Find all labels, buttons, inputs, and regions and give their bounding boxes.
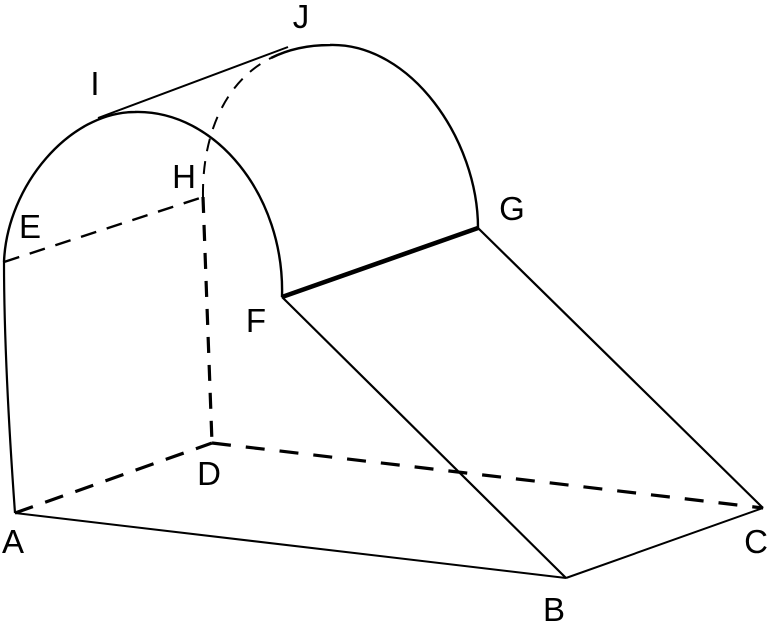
vertex-label-D: D bbox=[197, 455, 221, 492]
vertex-label-J: J bbox=[293, 0, 310, 35]
arc-back-HJ-hidden bbox=[201, 57, 272, 198]
edge-DC-hidden bbox=[211, 441, 764, 510]
edge-EH-hidden bbox=[3, 195, 204, 264]
arc-back-JG bbox=[270, 43, 480, 229]
vertex-label-B: B bbox=[543, 591, 565, 628]
edge-BC bbox=[565, 507, 764, 579]
edge-IJ-tangent bbox=[97, 46, 289, 119]
vertex-label-E: E bbox=[19, 208, 41, 245]
edge-AB bbox=[14, 512, 567, 579]
edge-FG-thick bbox=[281, 225, 479, 300]
vertex-label-C: C bbox=[744, 523, 768, 560]
edge-HD-hidden bbox=[201, 196, 214, 444]
vertex-label-F: F bbox=[246, 302, 266, 339]
vertex-label-A: A bbox=[2, 523, 24, 560]
arc-front-EIF bbox=[2, 110, 284, 298]
edge-AD-hidden bbox=[14, 441, 213, 515]
edge-FB bbox=[281, 296, 567, 579]
edge-AE-left bbox=[2, 261, 17, 514]
vertex-label-H: H bbox=[172, 158, 196, 195]
vertex-label-G: G bbox=[499, 190, 525, 227]
vertex-label-I: I bbox=[90, 65, 99, 102]
edge-GC bbox=[477, 227, 764, 509]
